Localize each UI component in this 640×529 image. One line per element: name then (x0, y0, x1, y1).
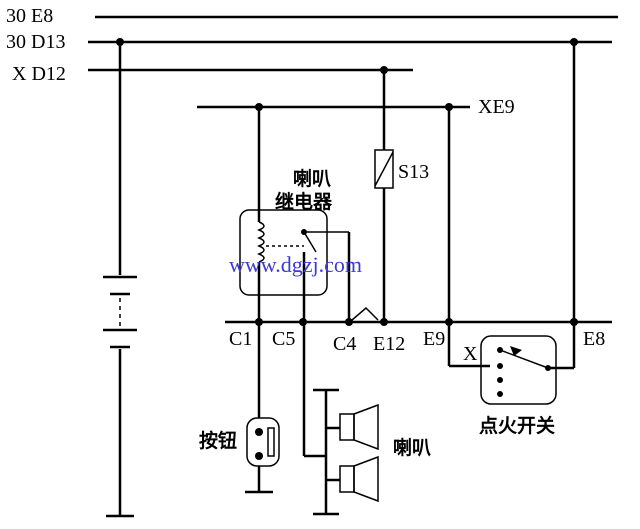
relay-contact-arm (303, 231, 317, 253)
relay-label-line-2: 继电器 (275, 190, 333, 213)
wire-crossing (351, 306, 379, 321)
watermark: www.dgzj.com (229, 252, 362, 277)
relay-label: 喇叭 继电器 (275, 168, 338, 213)
bus-label-30-d13: 30 D13 (6, 31, 65, 53)
horn-relay-box (239, 209, 328, 296)
ignition-switch-box (480, 335, 557, 405)
horn-label: 喇叭 (393, 437, 431, 459)
bus-label-xe9: XE9 (478, 96, 515, 118)
s13-fuse-stroke (374, 151, 394, 187)
button-label: 按钮 (199, 429, 237, 452)
horn-icon (339, 455, 379, 503)
terminal-c5: C5 (272, 328, 295, 350)
terminal-e9: E9 (423, 328, 445, 350)
s13-label: S13 (398, 161, 429, 183)
battery-symbol (103, 275, 137, 349)
terminal-e12: E12 (373, 333, 405, 355)
bus-label-x-d12: X D12 (12, 63, 66, 85)
terminal-c4: C4 (333, 333, 356, 355)
terminal-e8: E8 (583, 328, 605, 350)
push-button-icon (246, 417, 280, 467)
horn-icon (339, 403, 379, 451)
relay-label-line-1: 喇叭 (293, 168, 331, 190)
switch-terminal-x: X (463, 343, 478, 365)
bus-label-30-e8: 30 E8 (6, 5, 53, 27)
ignition-switch-contacts (497, 346, 551, 397)
relay-coil-icon (256, 221, 265, 263)
ignition-switch-label: 点火开关 (479, 414, 555, 437)
terminal-c1: C1 (229, 328, 252, 350)
